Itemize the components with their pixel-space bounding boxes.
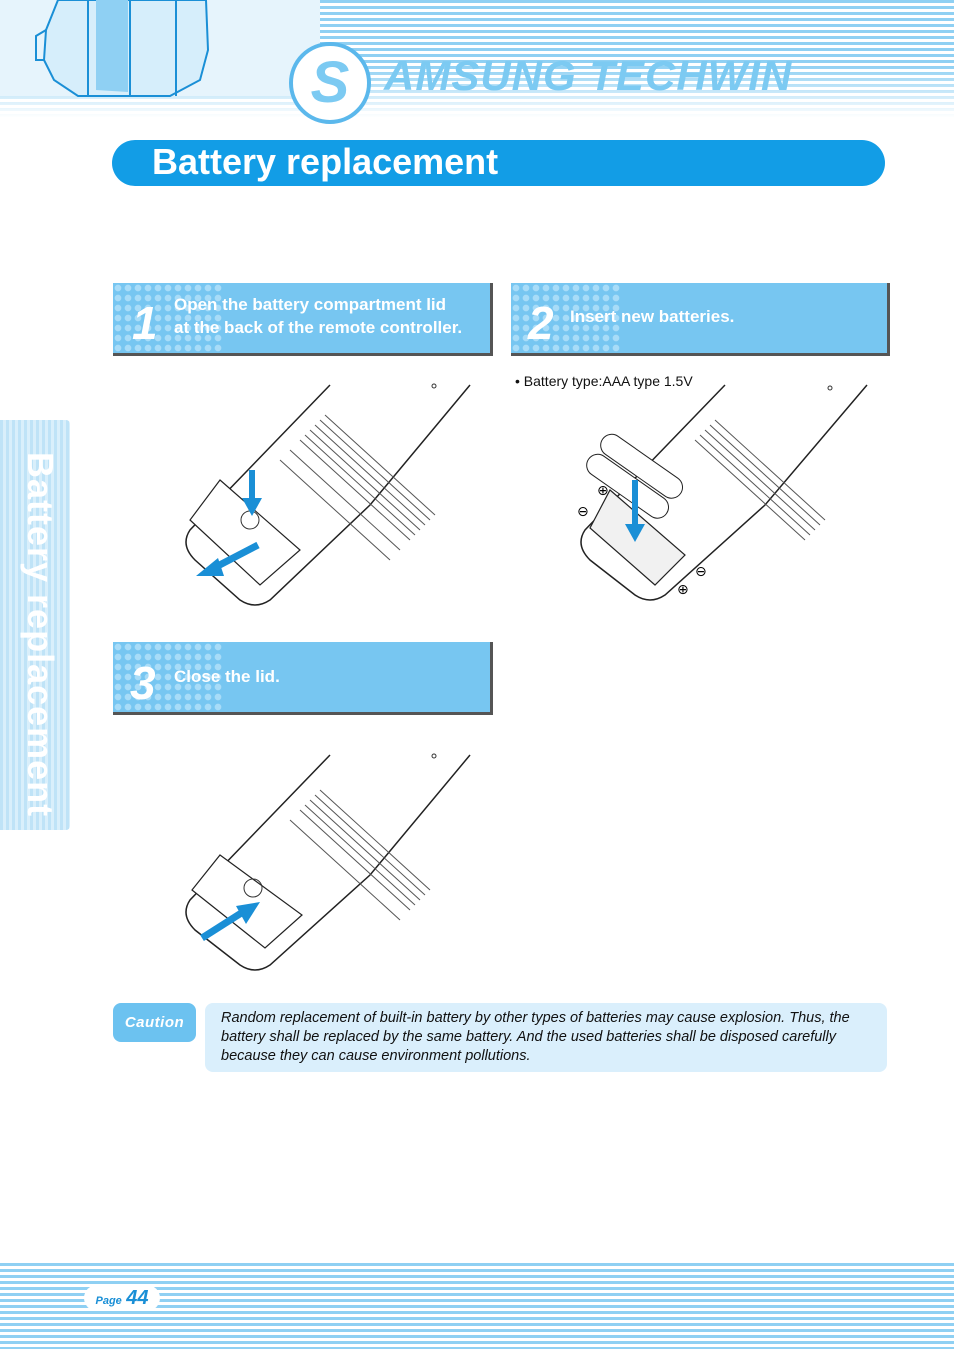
step-3-text: Close the lid. xyxy=(174,667,280,686)
battery-type-note: • Battery type:AAA type 1.5V xyxy=(515,373,693,389)
page-label: Page xyxy=(95,1295,122,1307)
footer-stripes xyxy=(0,1263,954,1349)
samsung-techwin-logo: AMSUNG TECHWIN xyxy=(384,52,793,99)
caution-text: Random replacement of built-in battery b… xyxy=(221,1010,850,1064)
svg-text:⊖: ⊖ xyxy=(577,504,589,520)
page-number: 44 xyxy=(126,1287,149,1309)
step-3-number: 3 xyxy=(130,657,156,709)
step-1-number: 1 xyxy=(132,297,158,349)
step-2-box xyxy=(511,283,890,356)
dot-pattern xyxy=(113,283,223,353)
title-bar xyxy=(112,140,885,186)
svg-text:⊕: ⊕ xyxy=(677,582,689,598)
battery-insert-illustration: ⊕ ⊖ ⊖ ⊕ xyxy=(577,384,868,601)
page-title: Battery replacement xyxy=(152,141,499,182)
dot-pattern xyxy=(113,642,223,712)
remote-lid-close-illustration xyxy=(185,753,471,971)
samsung-logo-s: S xyxy=(289,42,371,124)
svg-text:⊖: ⊖ xyxy=(695,564,707,580)
step-1-text-line2: at the back of the remote controller. xyxy=(174,318,463,337)
step-3-box xyxy=(113,642,493,715)
svg-text:⊕: ⊕ xyxy=(597,483,609,499)
step-2-number: 2 xyxy=(528,297,554,349)
step-1-text-line1: Open the battery compartment lid xyxy=(174,295,447,314)
device-illustration xyxy=(35,0,210,97)
dot-pattern xyxy=(511,283,621,353)
caution-badge: Caution xyxy=(113,1003,196,1042)
caution-box xyxy=(205,1003,887,1072)
remote-lid-open-illustration xyxy=(185,383,471,606)
step-1-box xyxy=(113,283,493,356)
side-tab xyxy=(0,420,70,830)
page-number-badge: Page 44 xyxy=(84,1285,160,1311)
side-tab-label: Battery replacement xyxy=(20,452,61,818)
step-2-text: Insert new batteries. xyxy=(570,307,735,326)
